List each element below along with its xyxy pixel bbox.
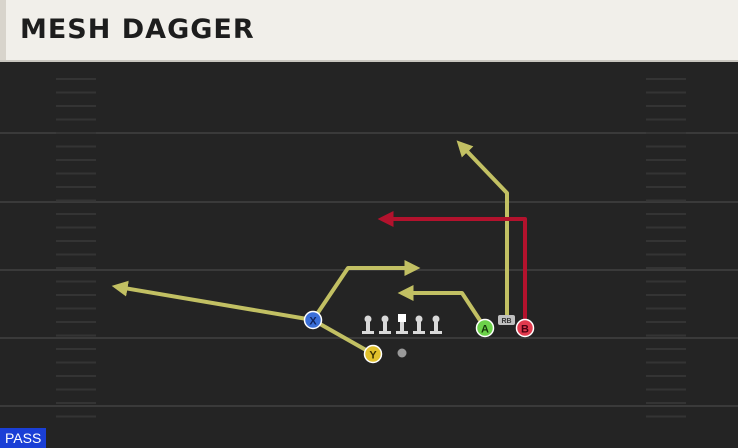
player-y[interactable]: Y: [363, 344, 383, 364]
player-y-label: Y: [369, 350, 377, 362]
lineman-icon: [362, 315, 374, 334]
player-x-label: X: [309, 316, 317, 328]
player-b-label: B: [521, 324, 529, 336]
hash-marks-right: [646, 78, 686, 418]
quarterback-marker: [397, 348, 407, 358]
play-title: MESH DAGGER: [20, 14, 255, 45]
play-type-badge: PASS: [0, 428, 47, 448]
player-x[interactable]: X: [303, 310, 323, 330]
player-a[interactable]: A: [475, 318, 495, 338]
player-rb-label: RB: [501, 318, 511, 325]
route-b-dig: [377, 211, 527, 330]
hash-marks-left: [56, 78, 96, 418]
offensive-line: [362, 314, 442, 334]
route-y-drag: [311, 260, 421, 356]
lineman-icon: [413, 315, 425, 334]
routes: [111, 140, 527, 356]
lineman-icon: [379, 315, 391, 334]
player-b[interactable]: B: [515, 318, 535, 338]
play-header: MESH DAGGER: [0, 0, 738, 60]
center-icon: [396, 314, 408, 334]
route-x-deep-out: [111, 280, 315, 322]
lineman-icon: [430, 315, 442, 334]
player-rb[interactable]: RB: [498, 315, 515, 325]
header-accent: [0, 0, 6, 60]
player-a-label: A: [481, 324, 489, 336]
route-a-shallow: [397, 285, 487, 330]
play-diagram-field: X Y A RB B: [0, 78, 738, 418]
route-rb-dagger: [456, 140, 509, 322]
